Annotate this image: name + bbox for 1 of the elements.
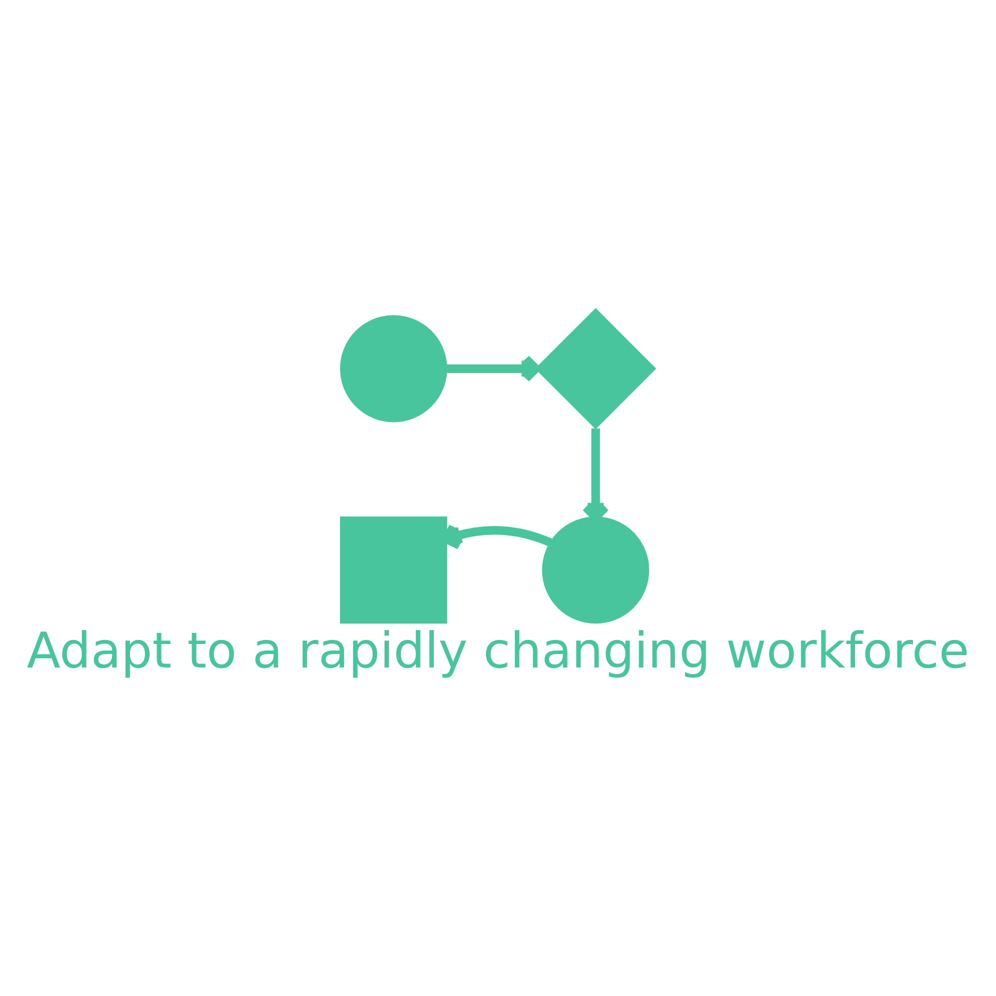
caption: Adapt to a rapidly changing workforce [26, 621, 970, 680]
